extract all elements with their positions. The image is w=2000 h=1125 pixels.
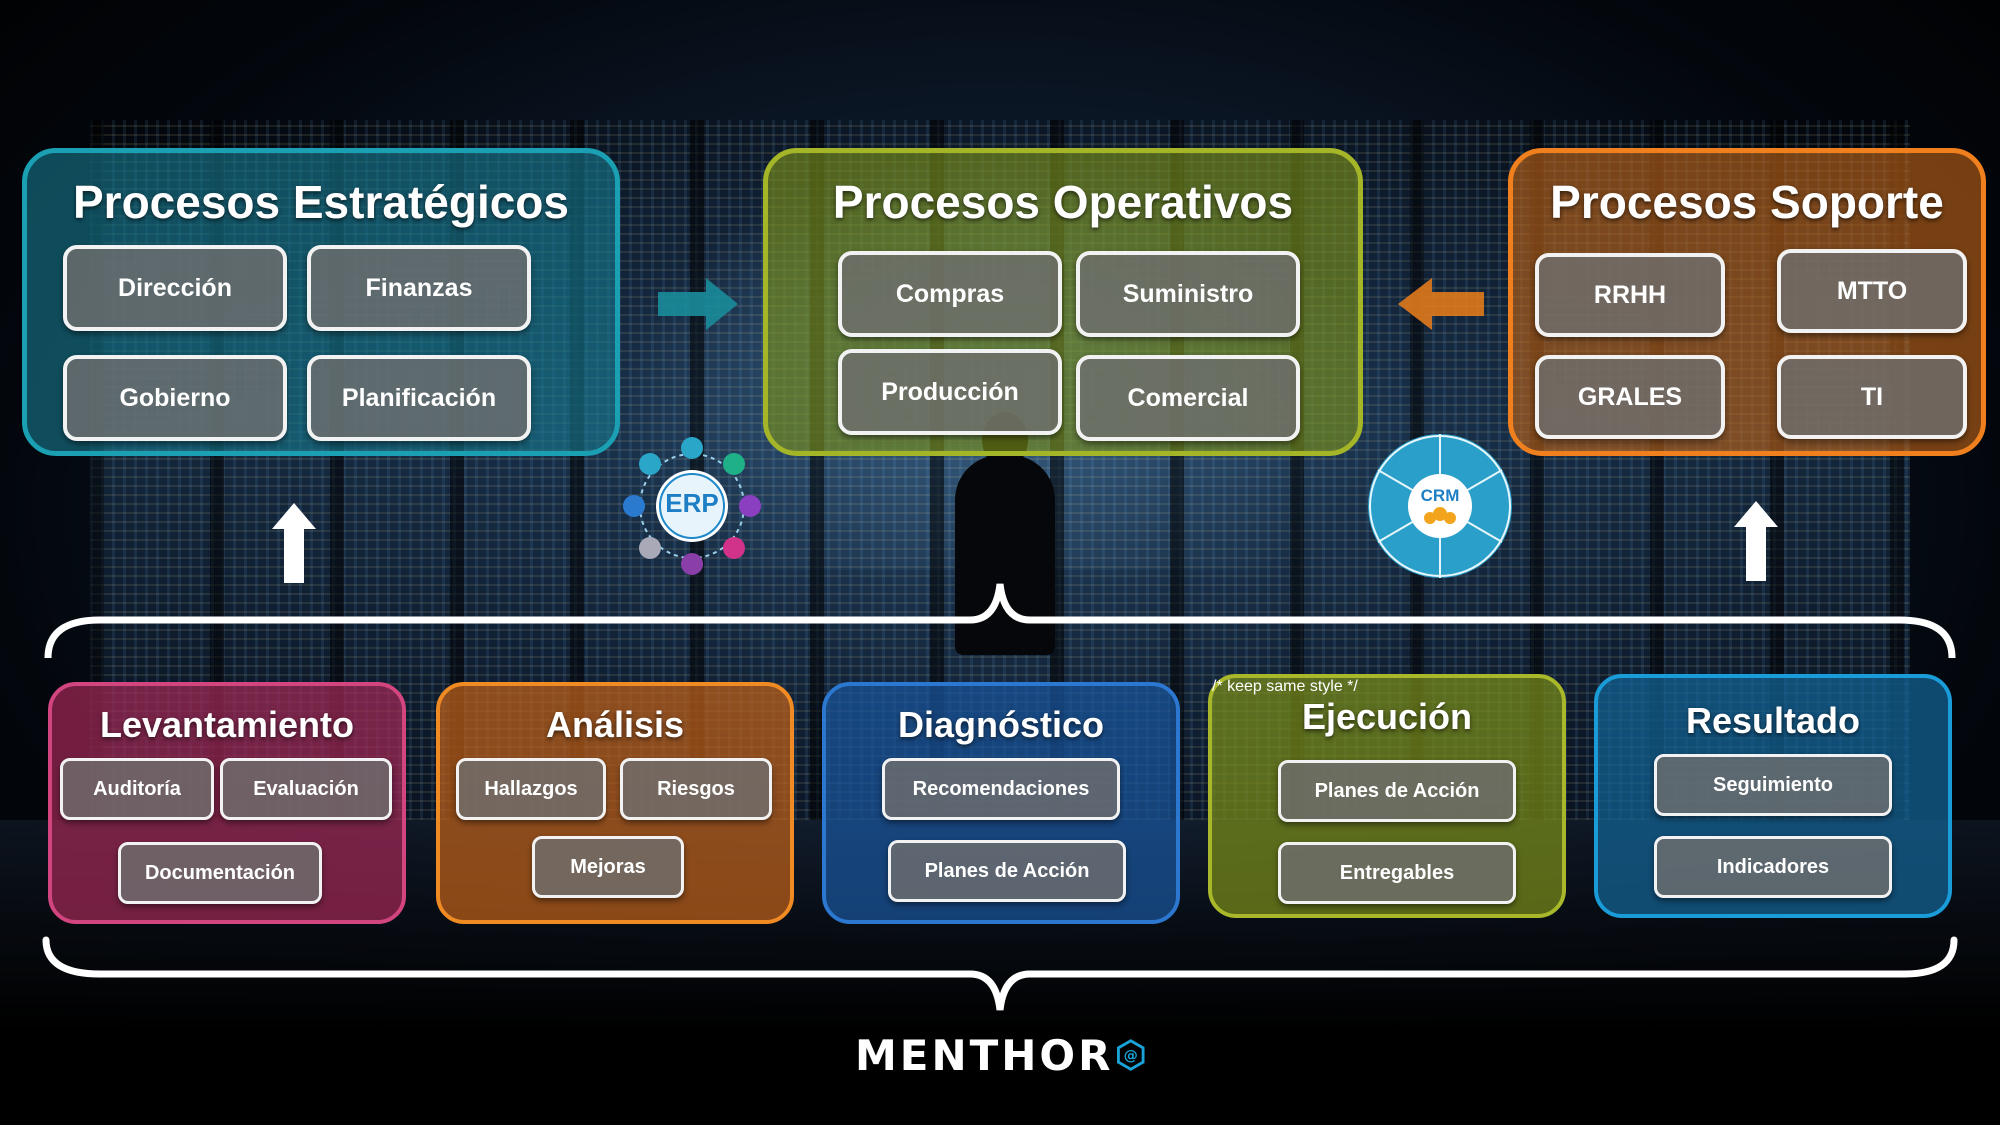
phase-diagnostico: Diagnóstico Recomendaciones Planes de Ac… (822, 682, 1180, 924)
item-produccion[interactable]: Producción (838, 349, 1062, 435)
arrow-right-icon (658, 278, 738, 330)
phase-title: Levantamiento (99, 704, 355, 745)
phase-title: Diagnóstico (897, 704, 1104, 745)
phase-title: Análisis (545, 704, 685, 745)
panel-title: Procesos Estratégicos (72, 176, 569, 228)
upper-brace (44, 583, 1956, 658)
item-auditoria[interactable]: Auditoría (60, 758, 214, 820)
item-mtto[interactable]: MTTO (1777, 249, 1967, 333)
item-direccion[interactable]: Dirección (63, 245, 287, 331)
item-indicadores[interactable]: Indicadores (1654, 836, 1892, 898)
phase-ejecucion: Ejecución /* keep same style */ Planes d… (1208, 674, 1566, 918)
item-hallazgos[interactable]: Hallazgos (456, 758, 606, 820)
item-suministro[interactable]: Suministro (1076, 251, 1300, 337)
item-recomendaciones[interactable]: Recomendaciones (882, 758, 1120, 820)
panel-title: Procesos Soporte (1550, 176, 1944, 228)
item-compras[interactable]: Compras (838, 251, 1062, 337)
item-seguimiento[interactable]: Seguimiento (1654, 754, 1892, 816)
erp-label: ERP (665, 488, 719, 518)
item-gobierno[interactable]: Gobierno (63, 355, 287, 441)
item-documentacion[interactable]: Documentación (118, 842, 322, 904)
panel-procesos-estrategicos: Procesos Estratégicos Dirección Finanzas… (22, 148, 620, 456)
phase-levantamiento: Levantamiento Auditoría Evaluación Docum… (48, 682, 406, 924)
lower-brace (42, 936, 1958, 1011)
at-sign-hexagon-icon: @ (1117, 1039, 1145, 1071)
arrow-up-icon (1734, 501, 1778, 581)
panel-procesos-operativos: Procesos Operativos Compras Suministro P… (763, 148, 1363, 456)
item-mejoras[interactable]: Mejoras (532, 836, 684, 898)
logo-text: MENTHOR (855, 1030, 1114, 1080)
item-riesgos[interactable]: Riesgos (620, 758, 772, 820)
item-finanzas[interactable]: Finanzas (307, 245, 531, 331)
item-evaluacion[interactable]: Evaluación (220, 758, 392, 820)
menthora-logo: MENTHOR @ (855, 1020, 1145, 1090)
phase-analisis: Análisis Hallazgos Riesgos Mejoras (436, 682, 794, 924)
erp-icon (623, 437, 761, 575)
item-planificacion[interactable]: Planificación (307, 355, 531, 441)
item-entregables[interactable]: Entregables (1278, 842, 1516, 904)
arrow-left-icon (1398, 278, 1484, 330)
crm-icon (1368, 434, 1512, 578)
item-planes-de-accion[interactable]: Planes de Acción (888, 840, 1126, 902)
item-planes-de-accion[interactable]: Planes de Acción (1278, 760, 1516, 822)
phase-title: Resultado (1685, 700, 1861, 741)
svg-text:@: @ (1124, 1048, 1138, 1064)
phase-title: Ejecución (1301, 696, 1473, 737)
item-ti[interactable]: TI (1777, 355, 1967, 439)
arrow-up-icon (272, 503, 316, 583)
crm-label: CRM (1420, 486, 1460, 505)
phase-resultado: Resultado Seguimiento Indicadores (1594, 674, 1952, 918)
item-comercial[interactable]: Comercial (1076, 355, 1300, 441)
item-rrhh[interactable]: RRHH (1535, 253, 1725, 337)
panel-title: Procesos Operativos (832, 176, 1294, 228)
item-grales[interactable]: GRALES (1535, 355, 1725, 439)
panel-procesos-soporte: Procesos Soporte RRHH MTTO GRALES TI (1508, 148, 1986, 456)
